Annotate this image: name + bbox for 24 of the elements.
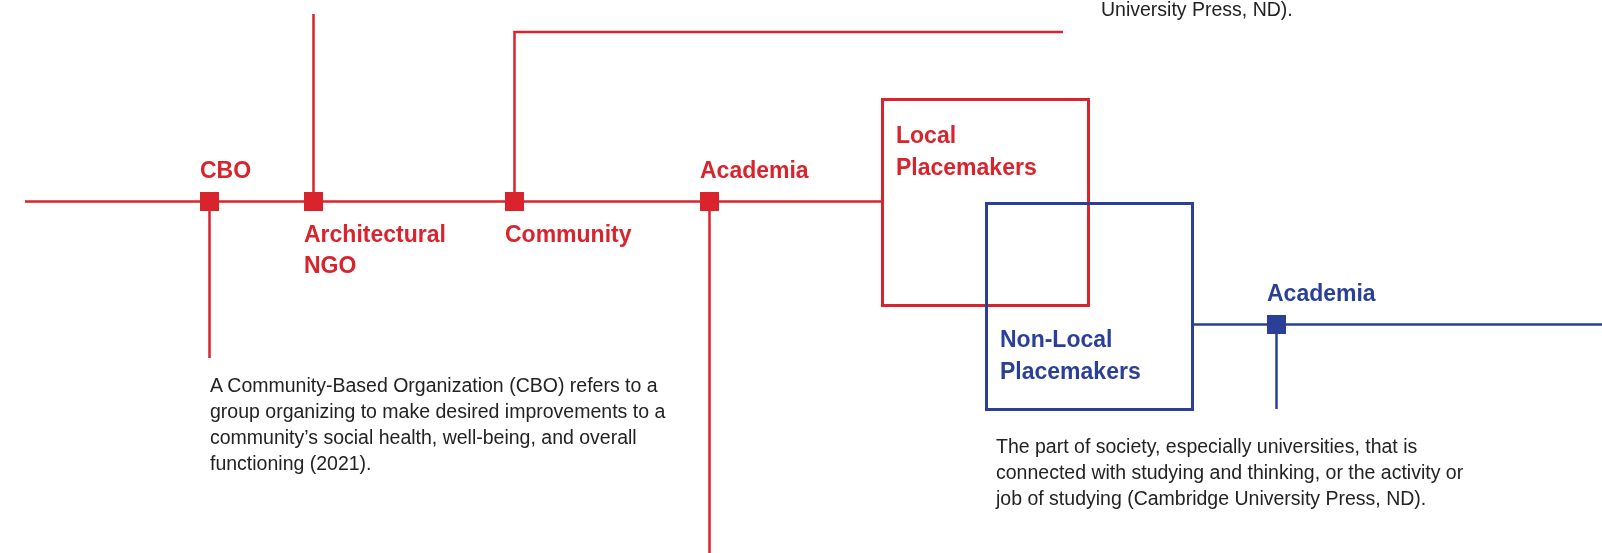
node-label: Academia <box>1267 279 1376 308</box>
node-label: Community <box>505 220 632 249</box>
connector-line <box>1286 323 1602 326</box>
box-title: Local Placemakers <box>896 121 1038 182</box>
connector-line <box>524 200 700 203</box>
node-label: Academia <box>700 156 809 185</box>
node-label: CBO <box>200 156 252 185</box>
connector-line <box>312 14 315 192</box>
description-text: A Community-Based Organization (CBO) refers to a group organizing to make desired improvements to a community’s social health, well-being, and overall functioning (2021). <box>210 372 670 476</box>
connector-line <box>25 200 200 203</box>
connector-line <box>323 200 505 203</box>
connector-line <box>219 200 304 203</box>
group-box <box>985 202 1194 411</box>
connector-line <box>1275 334 1278 409</box>
group-box <box>881 98 1090 307</box>
description-text: The part of society, especially universities, that is connected with studying and thinking, or the activity or job of studying (Cambridge University Press, ND). <box>996 433 1466 511</box>
connector-line <box>1194 323 1267 326</box>
connector-line <box>513 30 1063 192</box>
connector-line <box>719 200 881 203</box>
connector-line <box>208 211 211 358</box>
connector-line <box>708 211 711 553</box>
note-text: University Press, ND). <box>1101 0 1293 22</box>
box-title: Non-Local Placemakers <box>1000 325 1142 386</box>
node-label: Architectural NGO <box>304 220 447 280</box>
